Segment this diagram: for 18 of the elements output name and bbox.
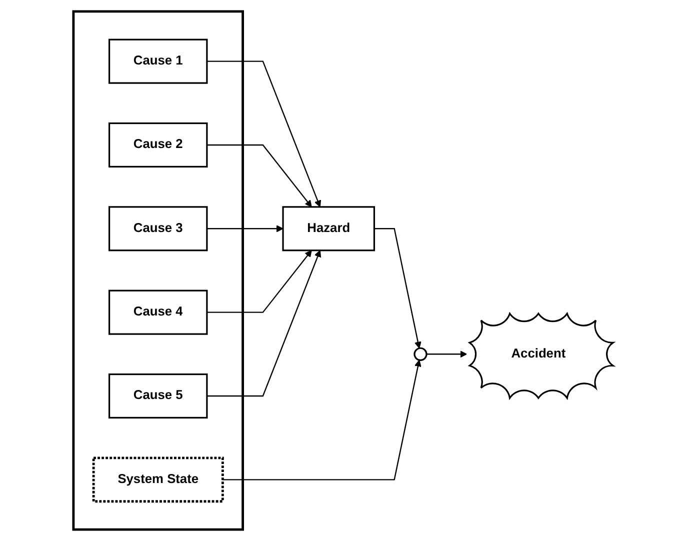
arrow	[206, 144, 312, 208]
arrow	[206, 60, 321, 208]
arrow	[206, 225, 284, 232]
node-box	[108, 122, 208, 168]
node-box	[108, 290, 208, 335]
node-box	[108, 206, 208, 252]
node-box	[92, 456, 224, 503]
node-box	[108, 373, 208, 419]
node-box	[282, 206, 375, 252]
node-box	[108, 38, 208, 84]
flowchart: Cause 1 Cause 2 Cause 3 Cause 4 Cause 5 System State Hazard Accident	[66, 5, 620, 536]
arrow	[222, 360, 422, 480]
arrow	[426, 350, 467, 358]
arrow	[206, 250, 312, 313]
arrow	[374, 228, 422, 349]
node-circle	[413, 347, 428, 361]
cluster	[72, 10, 244, 531]
arrow	[206, 250, 321, 397]
